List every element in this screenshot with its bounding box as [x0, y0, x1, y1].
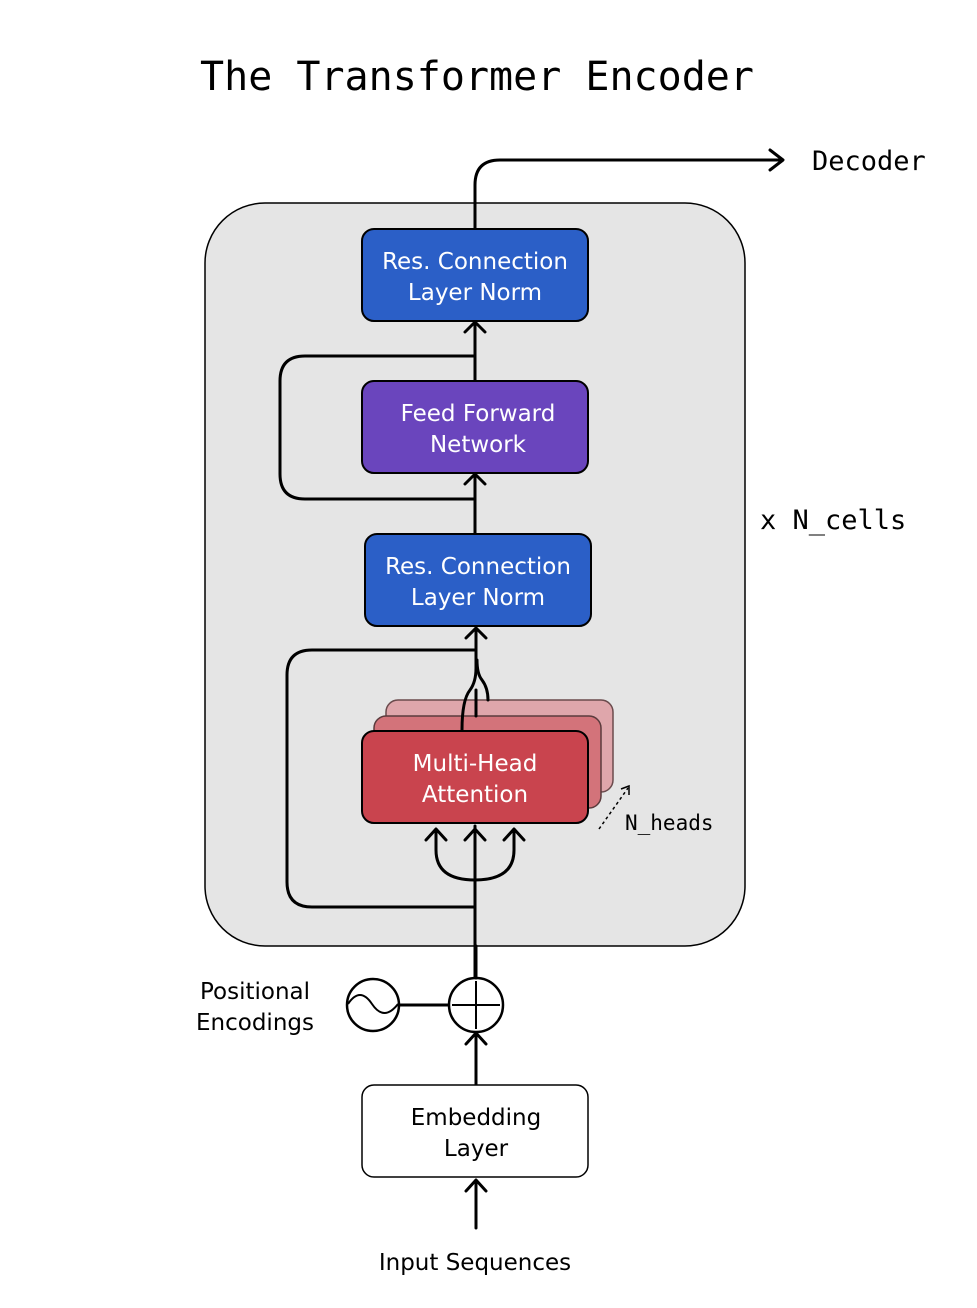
- res-norm-block-top: [361, 228, 589, 322]
- feed-forward-line2: Network: [430, 432, 527, 458]
- embedding-layer-block: [361, 1084, 589, 1178]
- res-norm-block-bottom: [364, 533, 592, 627]
- heads-arrowhead: [620, 784, 630, 795]
- res-norm-bottom-line1: Res. Connection: [385, 554, 571, 580]
- multi-head-attention-block: [361, 730, 589, 824]
- attention-label-line2: Attention: [422, 782, 528, 808]
- diagram-title: The Transformer Encoder: [200, 54, 754, 100]
- attention-residual-connection: [285, 648, 477, 909]
- sine-wave-curve: [347, 994, 399, 1014]
- output-arrowhead: [768, 148, 785, 172]
- embedding-line2: Layer: [444, 1136, 509, 1162]
- attention-output-3: [475, 658, 490, 702]
- feed-forward-line1: Feed Forward: [401, 401, 556, 427]
- res-norm-top-line1: Res. Connection: [382, 249, 568, 275]
- add-arrowhead: [464, 1031, 488, 1046]
- input-sequences-label: Input Sequences: [379, 1250, 571, 1276]
- embedding-line1: Embedding: [411, 1105, 541, 1131]
- heads-label: N_heads: [625, 811, 714, 835]
- positional-label-line1: Positional: [200, 979, 310, 1005]
- qkv-split-connector: [434, 828, 516, 882]
- embedding-arrowhead: [464, 1178, 488, 1193]
- positional-label-line2: Encodings: [196, 1010, 314, 1036]
- res-norm-bottom-line2: Layer Norm: [411, 585, 545, 611]
- attention-output-1: [460, 626, 478, 732]
- res-norm-top-line2: Layer Norm: [408, 280, 542, 306]
- query-arrowhead: [424, 827, 448, 842]
- key-arrowhead: [463, 827, 487, 842]
- feed-forward-block: [361, 380, 589, 474]
- output-connector: [473, 158, 784, 231]
- arrowhead-norm-bottom: [464, 626, 488, 640]
- repeat-count-label: x N_cells: [760, 505, 906, 536]
- ffn-residual-connection: [278, 354, 477, 501]
- value-arrowhead: [502, 827, 526, 842]
- decoder-label: Decoder: [812, 146, 926, 177]
- attention-label-line1: Multi-Head: [413, 751, 538, 777]
- heads-dotted-arrow: [598, 787, 629, 830]
